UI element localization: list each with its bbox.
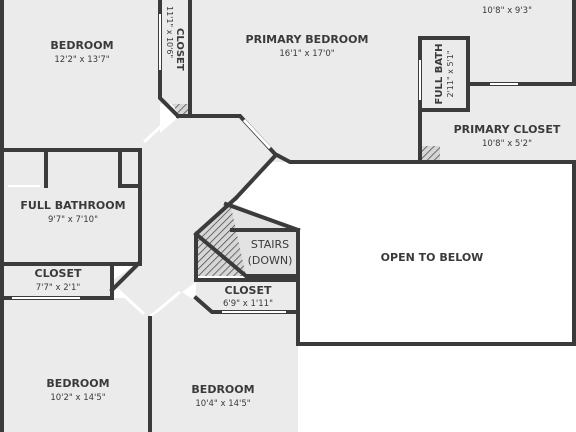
stairs-hatch — [196, 202, 246, 276]
floor-closet-center — [196, 280, 298, 312]
dims-closet-left: 7'7" x 2'1" — [36, 283, 81, 293]
label-full-bathroom: FULL BATHROOM — [20, 199, 125, 212]
label-bedroom-top-left: BEDROOM — [50, 39, 113, 52]
dims-closet-vertical: 11'1" x 10'6" — [165, 6, 174, 58]
label-closet-center: CLOSET — [225, 284, 272, 297]
floor-primary-closet — [420, 84, 576, 162]
hatch-marker-full-bath — [422, 146, 440, 160]
door-openings — [116, 116, 272, 316]
floor-closet-vertical — [160, 0, 190, 104]
door-opening-bedroom-bottom-center — [155, 290, 181, 314]
dims-closet-center: 6'9" x 1'11" — [223, 299, 273, 309]
label-closet-vertical: CLOSET — [174, 28, 185, 71]
floor-full-bathroom — [2, 150, 140, 262]
dims-bedroom-bottom-left: 10'2" x 14'5" — [50, 393, 105, 403]
floor-closet-left — [2, 264, 112, 298]
wall-open-to-below — [233, 153, 576, 346]
label-primary-bedroom: PRIMARY BEDROOM — [246, 33, 369, 46]
door-opening-bedroom-top-left — [142, 116, 172, 144]
label-closet-left: CLOSET — [35, 267, 82, 280]
label-primary-closet: PRIMARY CLOSET — [454, 123, 561, 136]
floor-bedroom-bottom-left — [2, 298, 150, 432]
door-opening-bedroom-bottom-left — [116, 288, 146, 316]
label-stairs-down: (DOWN) — [248, 254, 293, 267]
wall-stairs — [193, 195, 301, 280]
dims-full-bath: 2'11" x 5'1" — [446, 50, 455, 97]
dims-bedroom-top-left: 12'2" x 13'7" — [54, 55, 109, 65]
dims-primary-closet: 10'8" x 5'2" — [482, 139, 532, 149]
door-opening-primary-bedroom — [242, 118, 272, 150]
label-open-to-below: OPEN TO BELOW — [381, 251, 484, 264]
wall-closet-center — [193, 278, 300, 314]
dims-top-right-room: 10'8" x 9'3" — [482, 6, 532, 16]
floor-hallway — [110, 116, 275, 316]
floor-bedroom-bottom-center — [150, 292, 298, 432]
dims-bedroom-bottom-center: 10'4" x 14'5" — [195, 399, 250, 409]
dims-full-bathroom: 9'7" x 7'10" — [48, 215, 98, 225]
label-full-bath: FULL BATH — [434, 44, 445, 105]
label-stairs: STAIRS — [251, 238, 289, 251]
hatch-marker-closet — [172, 104, 190, 116]
label-bedroom-bottom-left: BEDROOM — [46, 377, 109, 390]
label-bedroom-bottom-center: BEDROOM — [191, 383, 254, 396]
windows — [8, 14, 518, 313]
dims-primary-bedroom: 16'1" x 17'0" — [279, 49, 334, 59]
floor-bedroom-top-left — [2, 0, 160, 150]
